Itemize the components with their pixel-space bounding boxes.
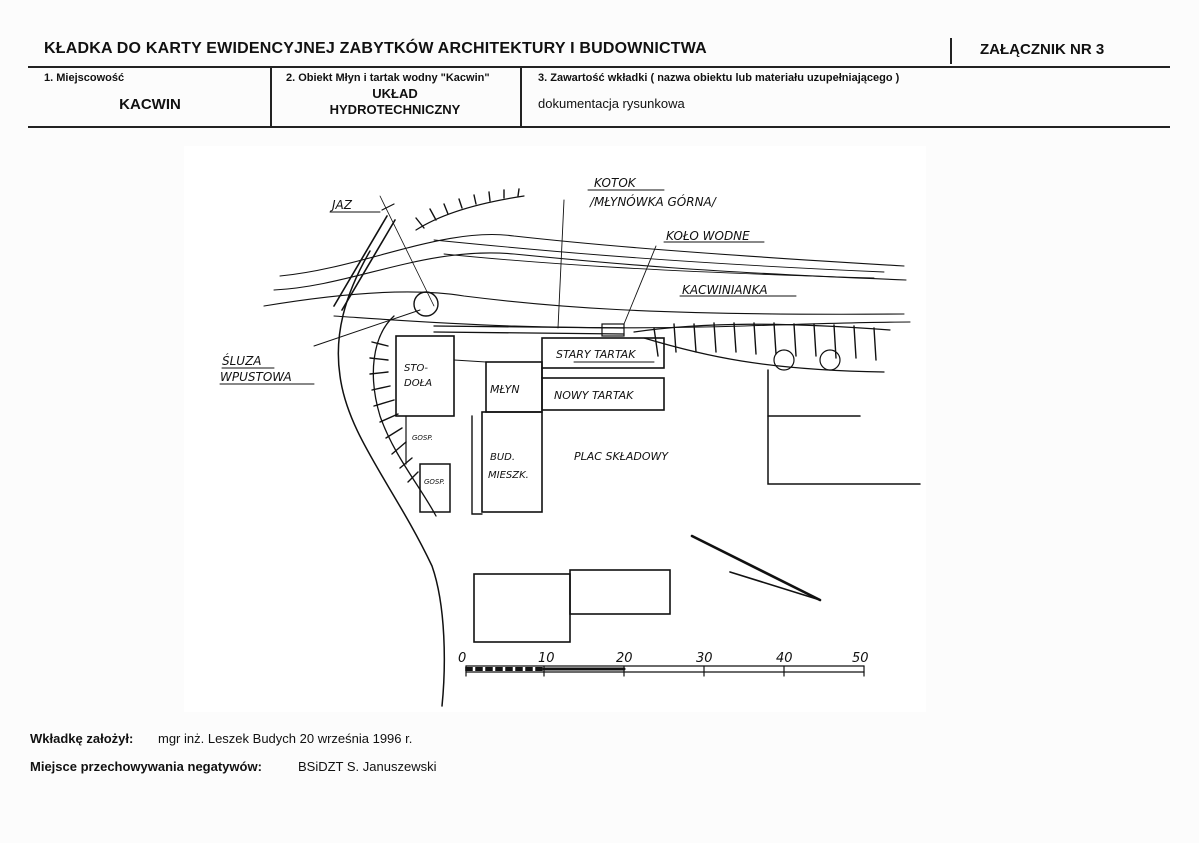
label-bud-line2: MIESZK. bbox=[488, 470, 529, 481]
table-col-divider-1 bbox=[270, 67, 272, 127]
table-col-divider-2 bbox=[520, 67, 522, 127]
label-stodola-line2: DOŁA bbox=[404, 378, 432, 389]
label-nowy-tartak: NOWY TARTAK bbox=[554, 389, 634, 402]
scale-tick-10: 10 bbox=[538, 651, 555, 666]
label-mlynowka: /MŁYNÓWKA GÓRNA/ bbox=[589, 194, 718, 209]
label-sluza-line1: ŚLUZA bbox=[222, 353, 262, 368]
negatives-label: Miejsce przechowywania negatywów: bbox=[30, 759, 262, 774]
scale-tick-50: 50 bbox=[852, 651, 869, 666]
table-bottom-rule bbox=[28, 126, 1170, 128]
negatives-value: BSiDZT S. Januszewski bbox=[298, 759, 437, 774]
label-kolo-wodne: KOŁO WODNE bbox=[666, 229, 750, 243]
table-top-rule bbox=[28, 66, 1170, 68]
scale-tick-20: 20 bbox=[616, 651, 633, 666]
label-stary-tartak: STARY TARTAK bbox=[556, 348, 636, 361]
card-title: KŁADKA DO KARTY EWIDENCYJNEJ ZABYTKÓW AR… bbox=[44, 40, 707, 57]
label-kacwinianka: KACWINIANKA bbox=[682, 283, 768, 297]
label-gosp-1: GOSP. bbox=[412, 434, 433, 442]
label-stodola-line1: STO- bbox=[404, 363, 428, 374]
site-plan-drawing: JAZ KOTOK /MŁYNÓWKA GÓRNA/ KOŁO WODNE KA… bbox=[219, 176, 921, 707]
scale-tick-30: 30 bbox=[696, 651, 713, 666]
label-mlyn: MŁYN bbox=[490, 383, 520, 396]
label-jaz: JAZ bbox=[330, 198, 353, 212]
object-value-line1: UKŁAD bbox=[372, 86, 418, 101]
header-divider bbox=[950, 38, 952, 64]
object-label: 2. Obiekt Młyn i tartak wodny "Kacwin" bbox=[286, 72, 490, 84]
author-label: Wkładkę założył: bbox=[30, 731, 134, 746]
content-value: dokumentacja rysunkowa bbox=[538, 96, 685, 111]
locality-value: KACWIN bbox=[119, 96, 181, 113]
drawing-sheet: JAZ KOTOK /MŁYNÓWKA GÓRNA/ KOŁO WODNE KA… bbox=[184, 146, 926, 712]
label-kotok: KOTOK bbox=[594, 176, 637, 190]
author-value: mgr inż. Leszek Budych 20 września 1996 … bbox=[158, 731, 413, 746]
label-bud-line1: BUD. bbox=[490, 452, 515, 463]
label-sluza-line2: WPUSTOWA bbox=[220, 370, 292, 384]
label-plac-skladowy: PLAC SKŁADOWY bbox=[574, 450, 669, 463]
label-gosp-2: GOSP. bbox=[424, 478, 445, 486]
annex-label: ZAŁĄCZNIK NR 3 bbox=[980, 41, 1105, 58]
object-value-line2: HYDROTECHNICZNY bbox=[329, 102, 461, 117]
scale-tick-0: 0 bbox=[458, 651, 466, 666]
content-label: 3. Zawartość wkładki ( nazwa obiektu lub… bbox=[538, 72, 900, 84]
scale-tick-40: 40 bbox=[776, 651, 793, 666]
locality-label: 1. Miejscowość bbox=[44, 72, 125, 84]
